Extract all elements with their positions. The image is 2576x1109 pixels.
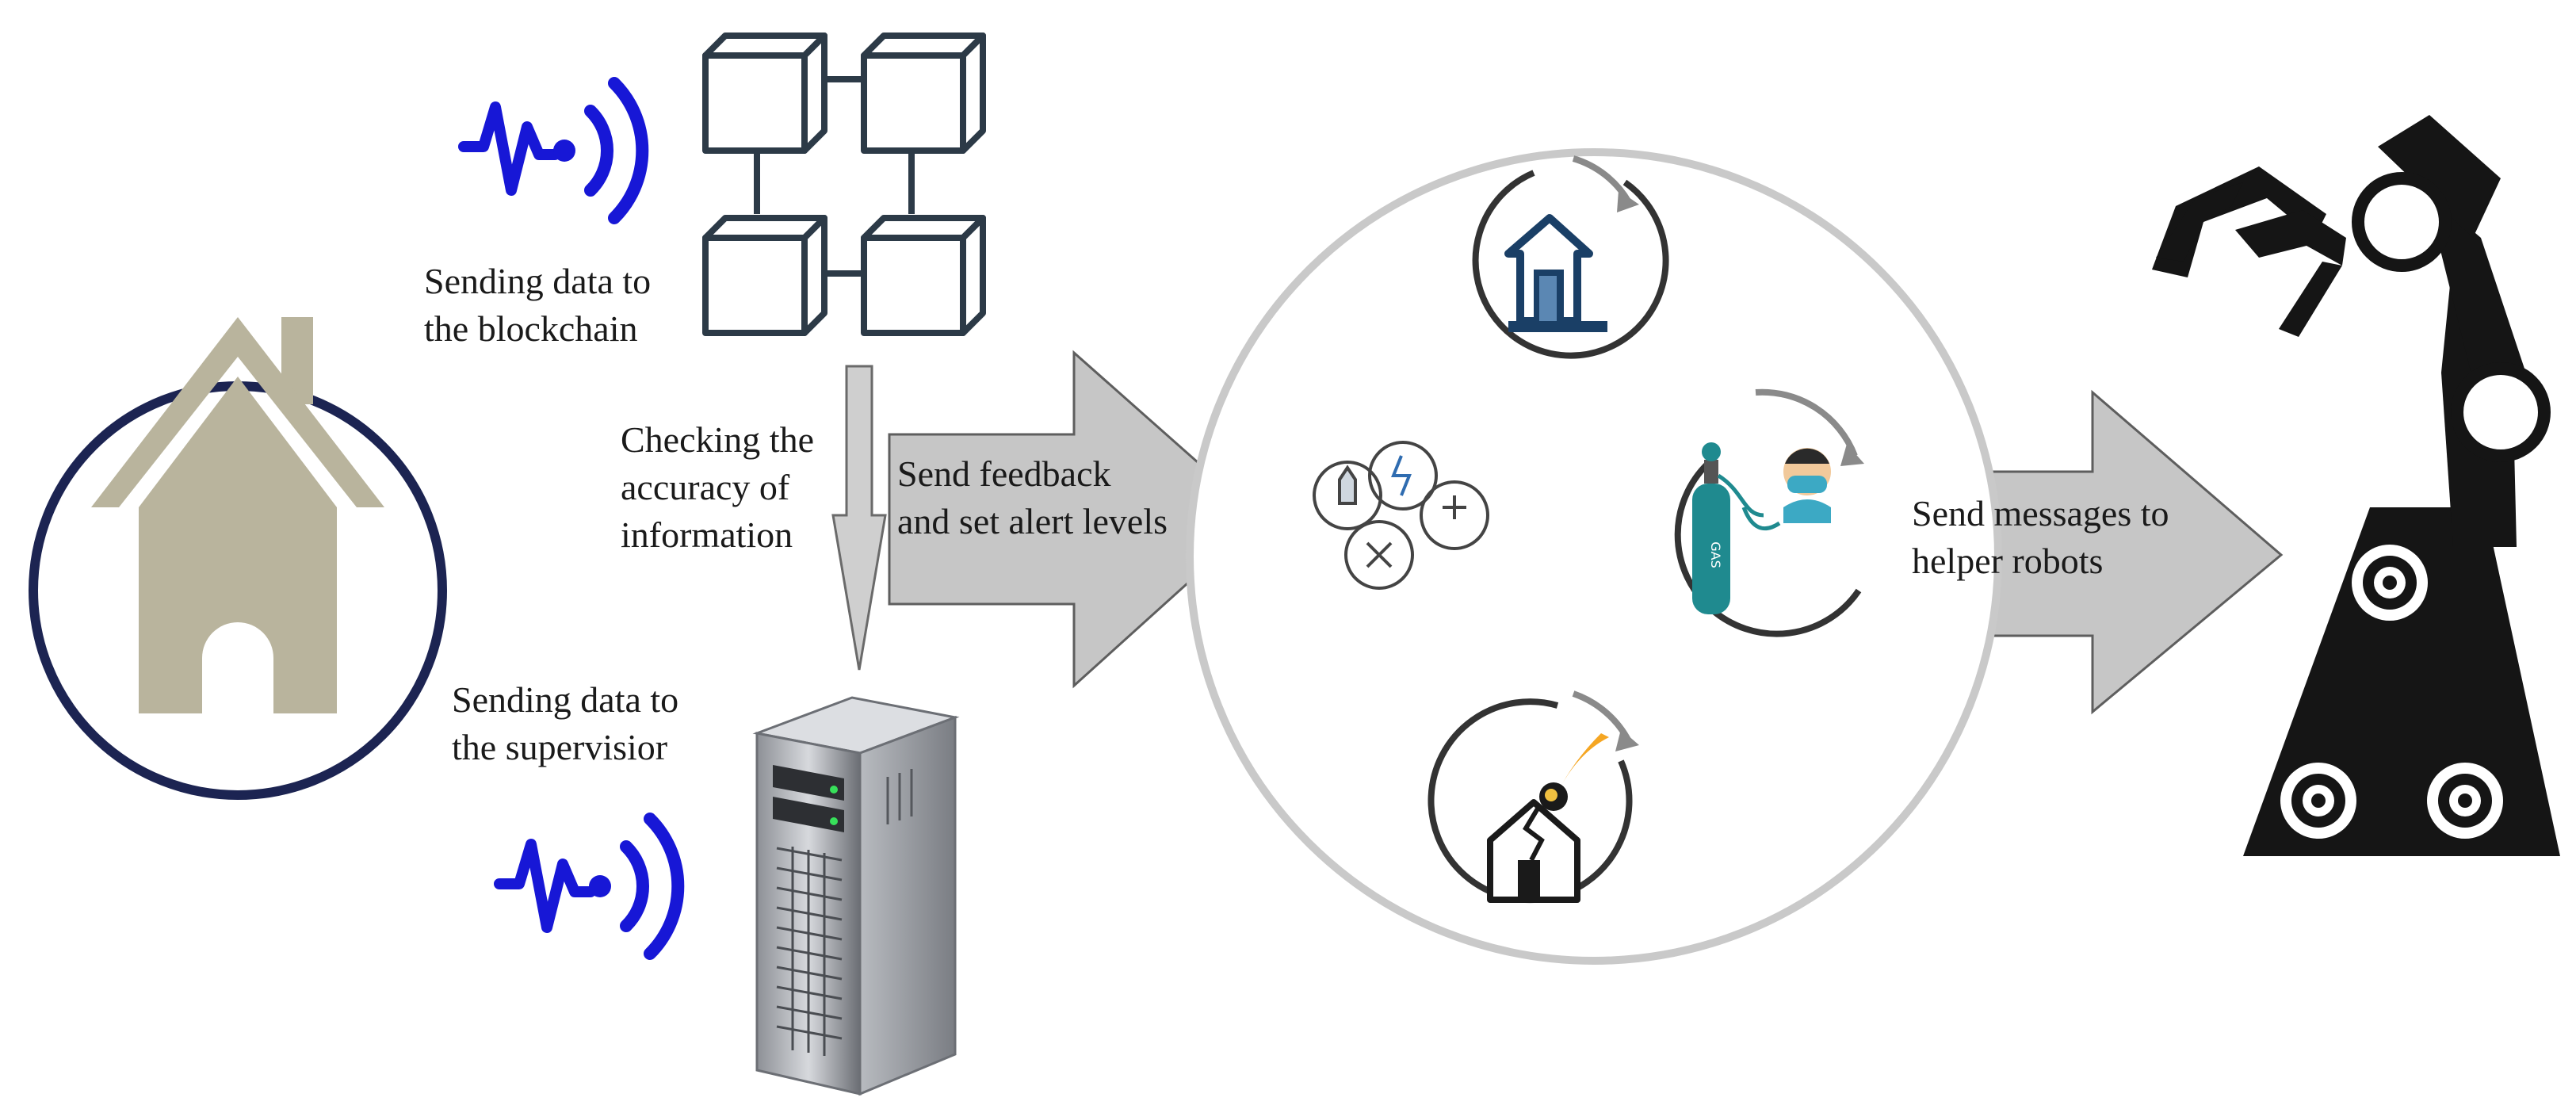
oxygen-mask-icon: GAS xyxy=(1674,388,1864,637)
label-send-feedback: Send feedback and set alert levels xyxy=(897,450,1168,545)
label-line: Checking the xyxy=(621,419,814,460)
label-line: the blockchain xyxy=(424,308,638,349)
label-sending-to-supervisor: Sending data to the supervisior xyxy=(452,676,678,771)
label-line: information xyxy=(621,514,793,555)
utilities-icon xyxy=(1313,441,1489,590)
emergency-exit-icon xyxy=(1472,155,1669,359)
alert-cycle-circle xyxy=(1186,148,2002,965)
label-line: Send messages to xyxy=(1912,493,2169,533)
label-checking-accuracy: Checking the accuracy of information xyxy=(621,416,814,559)
wireless-signal-icon-top xyxy=(458,77,649,224)
label-line: the supervisior xyxy=(452,727,668,767)
label-send-messages-robots: Send messages to helper robots xyxy=(1912,490,2169,585)
label-line: helper robots xyxy=(1912,541,2104,581)
server-tower-icon xyxy=(752,696,960,1096)
label-line: and set alert levels xyxy=(897,501,1168,541)
wireless-signal-icon-bottom xyxy=(494,813,685,960)
robot-arm-icon xyxy=(2152,115,2560,856)
label-line: Sending data to xyxy=(424,261,652,301)
gas-cylinder-label: GAS xyxy=(1708,541,1723,568)
arrow-right-icon-feedback xyxy=(888,350,1263,689)
label-line: Send feedback xyxy=(897,453,1111,494)
arrow-down-icon xyxy=(831,365,887,671)
home-icon xyxy=(29,317,447,800)
blockchain-blocks-icon xyxy=(702,33,986,336)
label-line: accuracy of xyxy=(621,467,790,507)
earthquake-meteor-icon xyxy=(1428,690,1639,904)
label-line: Sending data to xyxy=(452,679,679,720)
label-sending-to-blockchain: Sending data to the blockchain xyxy=(424,258,651,353)
